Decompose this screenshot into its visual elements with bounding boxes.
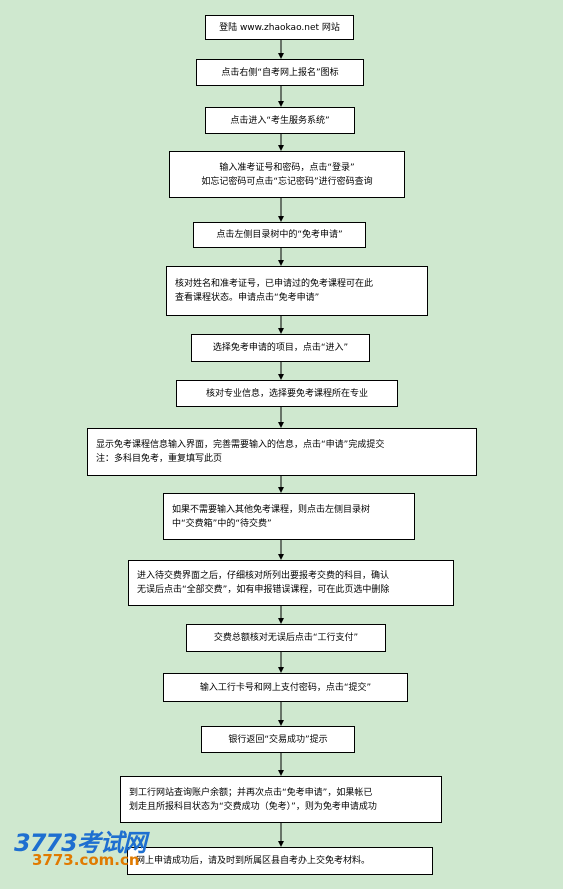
step-16-box: 网上申请成功后，请及时到所属区县自考办上交免考材料。 — [127, 847, 433, 875]
step-3-box: 点击进入“考生服务系统” — [205, 107, 355, 134]
step-4-box: 输入准考证号和密码，点击“登录” 如忘记密码可点击“忘记密码”进行密码查询 — [169, 151, 405, 198]
step-1-text: 登陆 www.zhaokao.net 网站 — [219, 22, 340, 33]
step-1-box: 登陆 www.zhaokao.net 网站 — [205, 15, 354, 40]
step-11-box: 进入待交费界面之后，仔细核对所列出要报考交费的科目，确认 无误后点击“全部交费”… — [128, 560, 454, 606]
step-15-box: 到工行网站查询账户余额；并再次点击“免考申请”，如果帐已 划走且所报科目状态为“… — [120, 776, 442, 823]
step-6-box: 核对姓名和准考证号，已申请过的免考课程可在此 查看课程状态。申请点击“免考申请” — [166, 266, 428, 316]
step-13-box: 输入工行卡号和网上支付密码，点击“提交” — [163, 673, 408, 702]
step-12-box: 交费总额核对无误后点击“工行支付” — [186, 624, 386, 652]
arrow-1 — [278, 40, 284, 59]
step-9-box: 显示免考课程信息输入界面，完善需要输入的信息，点击“申请”完成提交 注：多科目免… — [87, 428, 477, 476]
logo-brand-text: 3773考试网 — [14, 829, 147, 857]
arrow-9 — [278, 476, 284, 493]
step-10-text: 如果不需要输入其他免考课程，则点击左侧目录树 中“交费箱”中的“待交费” — [172, 504, 371, 529]
arrow-11 — [278, 606, 284, 624]
step-8-box: 核对专业信息，选择要免考课程所在专业 — [176, 380, 398, 407]
arrow-5 — [278, 248, 284, 266]
step-10-box: 如果不需要输入其他免考课程，则点击左侧目录树 中“交费箱”中的“待交费” — [163, 493, 415, 540]
step-5-box: 点击左侧目录树中的“免考申请” — [193, 222, 366, 248]
step-14-text: 银行返回“交易成功”提示 — [228, 734, 328, 745]
arrow-12 — [278, 652, 284, 673]
step-6-text: 核对姓名和准考证号，已申请过的免考课程可在此 查看课程状态。申请点击“免考申请” — [175, 279, 374, 303]
arrow-8 — [278, 407, 284, 428]
step-7-box: 选择免考申请的项目，点击“进入” — [191, 334, 370, 362]
step-8-text: 核对专业信息，选择要免考课程所在专业 — [205, 388, 368, 399]
step-12-text: 交费总额核对无误后点击“工行支付” — [213, 633, 359, 643]
arrow-4 — [278, 198, 284, 222]
step-2-box: 点击右侧“自考网上报名”图标 — [196, 59, 364, 86]
step-3-text: 点击进入“考生服务系统” — [230, 115, 330, 126]
step-9-text: 显示免考课程信息输入界面，完善需要输入的信息，点击“申请”完成提交 注：多科目免… — [96, 440, 385, 464]
arrow-3 — [278, 134, 284, 151]
arrow-10 — [278, 540, 284, 560]
step-13-text: 输入工行卡号和网上支付密码，点击“提交” — [199, 682, 372, 693]
arrow-6 — [278, 316, 284, 334]
step-4-text: 输入准考证号和密码，点击“登录” 如忘记密码可点击“忘记密码”进行密码查询 — [201, 162, 373, 187]
step-5-text: 点击左侧目录树中的“免考申请” — [216, 230, 343, 240]
arrow-15 — [278, 823, 284, 847]
step-15-text: 到工行网站查询账户余额；并再次点击“免考申请”，如果帐已 划走且所报科目状态为“… — [129, 787, 377, 812]
arrow-13 — [278, 702, 284, 726]
arrow-2 — [278, 86, 284, 107]
site-logo: 3773考试网 3773.com.cn — [14, 823, 147, 869]
arrow-7 — [278, 362, 284, 380]
step-16-text: 网上申请成功后，请及时到所属区县自考办上交免考材料。 — [136, 856, 371, 866]
step-2-text: 点击右侧“自考网上报名”图标 — [221, 67, 339, 78]
arrow-14 — [278, 753, 284, 776]
logo-site-text: 3773.com.cn — [32, 851, 140, 869]
step-7-text: 选择免考申请的项目，点击“进入” — [212, 343, 349, 353]
step-14-box: 银行返回“交易成功”提示 — [201, 726, 355, 753]
step-11-text: 进入待交费界面之后，仔细核对所列出要报考交费的科目，确认 无误后点击“全部交费”… — [137, 571, 390, 595]
